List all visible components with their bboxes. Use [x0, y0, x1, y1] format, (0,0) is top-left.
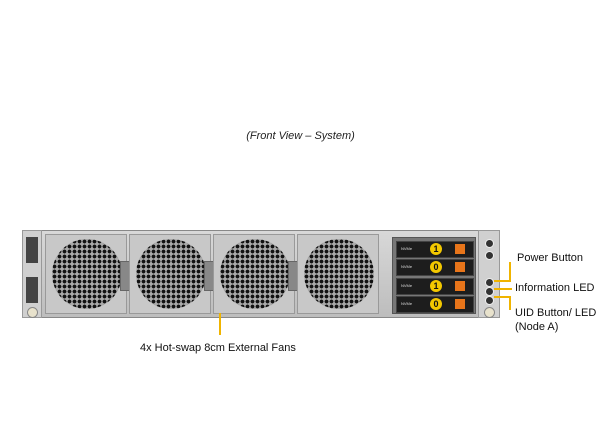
power-callout-line: [509, 262, 511, 282]
drive-latch[interactable]: [455, 244, 465, 254]
uid-callout-line: [509, 296, 511, 310]
led-icon: [485, 239, 494, 248]
drive-brand: NVMe: [401, 283, 413, 288]
thumbscrew-icon: [27, 307, 38, 318]
slot-badge: 0: [430, 298, 442, 310]
drive-tray-3[interactable]: NVMe 1: [396, 278, 474, 295]
slot-badge: 1: [430, 280, 442, 292]
drive-latch[interactable]: [455, 262, 465, 272]
uid-button[interactable]: [485, 296, 494, 305]
slot-badge: 0: [430, 261, 442, 273]
fan-module-3[interactable]: [213, 234, 298, 314]
fan-module-2[interactable]: [129, 234, 214, 314]
led-icon: [485, 251, 494, 260]
left-rack-ear: [22, 230, 42, 318]
uid-callout-line: [494, 296, 510, 298]
power-button[interactable]: [485, 278, 494, 287]
information-led-label: Information LED: [515, 282, 595, 294]
drive-brand: NVMe: [401, 301, 413, 306]
drive-bay: NVMe 1 NVMe 0 NVMe 1 NVMe 0: [392, 237, 476, 314]
drive-tray-1[interactable]: NVMe 1: [396, 241, 474, 258]
drive-latch[interactable]: [455, 299, 465, 309]
drive-brand: NVMe: [401, 264, 413, 269]
drive-brand: NVMe: [401, 246, 413, 251]
uid-label: UID Button/ LED: [515, 307, 597, 319]
info-callout-line: [494, 288, 512, 290]
right-control-panel: [478, 230, 500, 318]
drive-tray-2[interactable]: NVMe 0: [396, 259, 474, 276]
fans-label: 4x Hot-swap 8cm External Fans: [140, 342, 296, 354]
thumbscrew-icon: [484, 307, 495, 318]
drive-tray-4[interactable]: NVMe 0: [396, 296, 474, 313]
slot-badge: 1: [430, 243, 442, 255]
power-button-label: Power Button: [517, 252, 584, 264]
power-callout-line: [494, 280, 510, 282]
fan-callout-line: [219, 313, 221, 335]
fan-module-4[interactable]: [297, 234, 379, 314]
fan-module-1[interactable]: [45, 234, 130, 314]
uid-node-label: (Node A): [515, 321, 559, 333]
figure-caption: (Front View – System): [246, 130, 355, 142]
drive-latch[interactable]: [455, 281, 465, 291]
information-led: [485, 287, 494, 296]
